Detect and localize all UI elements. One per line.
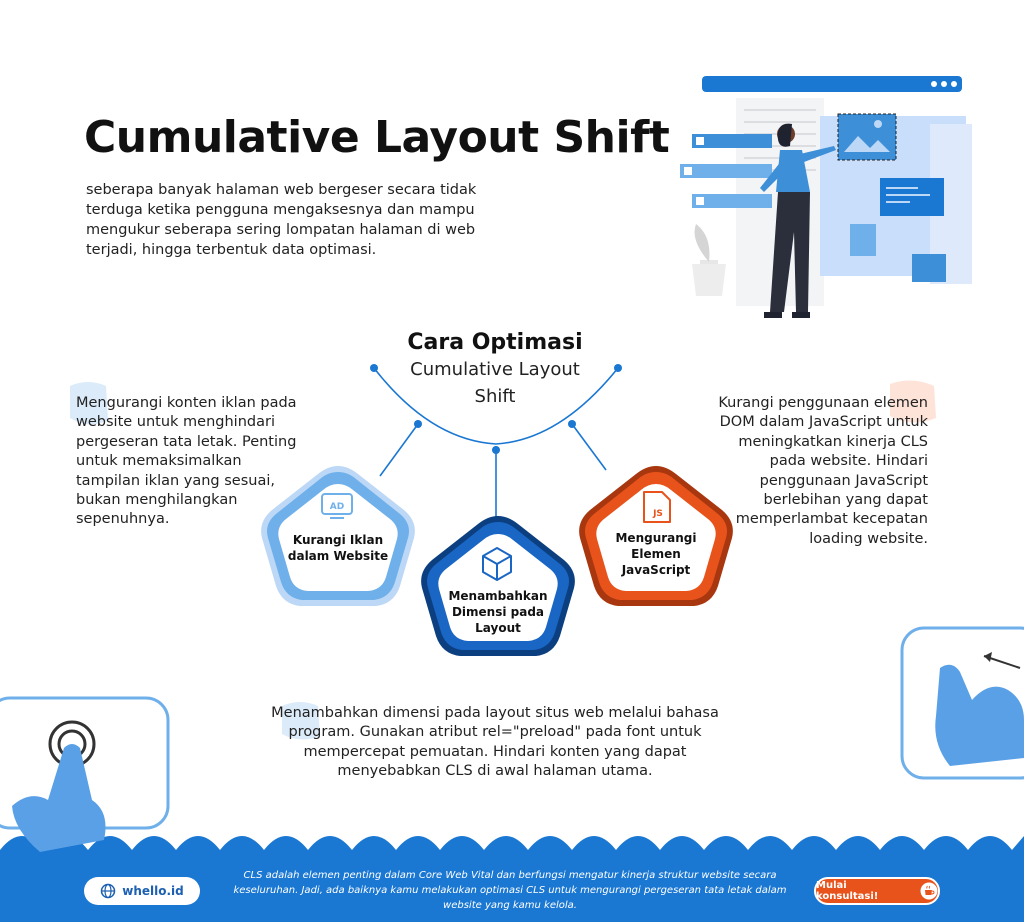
consultation-button[interactable]: Mulai konsultasi! (814, 877, 940, 905)
js-icon-text: JS (652, 509, 663, 519)
method-label-javascript-line3: JavaScript (621, 563, 691, 577)
right-blob (890, 380, 936, 423)
web-layout-illustration (680, 76, 972, 306)
footer-wave (0, 836, 1024, 922)
pointer-hand-illustration (900, 626, 1024, 780)
intro-text: seberapa banyak halaman web bergeser sec… (86, 182, 477, 258)
js-file-icon: JS (643, 491, 671, 523)
page-title: Cumulative Layout Shift (84, 112, 670, 163)
method-label-dimension: Menambahkan Dimensi pada Layout (430, 588, 566, 636)
method-label-dimension-line3: Layout (475, 621, 521, 635)
consultation-button-label: Mulai konsultasi! (816, 880, 879, 902)
globe-icon (101, 883, 116, 899)
tap-hand-illustration (0, 696, 170, 852)
dimension-description: Menambahkan dimensi pada layout situs we… (271, 705, 719, 780)
javascript-description: Kurangi penggunaan elemen DOM dalam Java… (718, 395, 928, 547)
method-label-javascript-line1: Mengurangi (615, 531, 697, 545)
method-shape-ads: AD (261, 466, 415, 606)
method-shape-javascript: JS (579, 466, 733, 606)
method-label-ads: Kurangi Iklan dalam Website (270, 532, 406, 564)
connector-lines (373, 367, 619, 520)
brand-badge[interactable]: whello.id (84, 877, 200, 905)
ad-icon: AD (321, 493, 353, 519)
bottom-blob (282, 702, 320, 740)
method-label-javascript: Mengurangi Elemen JavaScript (588, 530, 724, 578)
left-blob (70, 382, 108, 425)
ad-icon-text: AD (330, 502, 344, 512)
method-label-dimension-line1: Menambahkan (448, 589, 548, 603)
cube-icon (482, 547, 512, 581)
method-label-dimension-line2: Dimensi pada (451, 605, 545, 619)
optimization-heading-bold: Cara Optimasi (407, 330, 583, 355)
optimization-heading: Cara Optimasi Cumulative Layout Shift (370, 330, 620, 409)
method-label-javascript-line2: Elemen (631, 547, 681, 561)
optimization-heading-line3: Shift (474, 386, 516, 407)
ads-description: Mengurangi konten iklan pada website unt… (76, 395, 297, 528)
coffee-cup-icon (920, 882, 938, 900)
method-label-ads-line2: dalam Website (287, 549, 389, 563)
optimization-heading-line2: Cumulative Layout (410, 359, 580, 380)
method-label-ads-line1: Kurangi Iklan (292, 533, 384, 547)
woman-figure (760, 123, 836, 318)
footer-text: CLS adalah elemen penting dalam Core Web… (233, 870, 787, 911)
method-shape-dimension (421, 516, 575, 656)
brand-name: whello.id (122, 884, 184, 898)
